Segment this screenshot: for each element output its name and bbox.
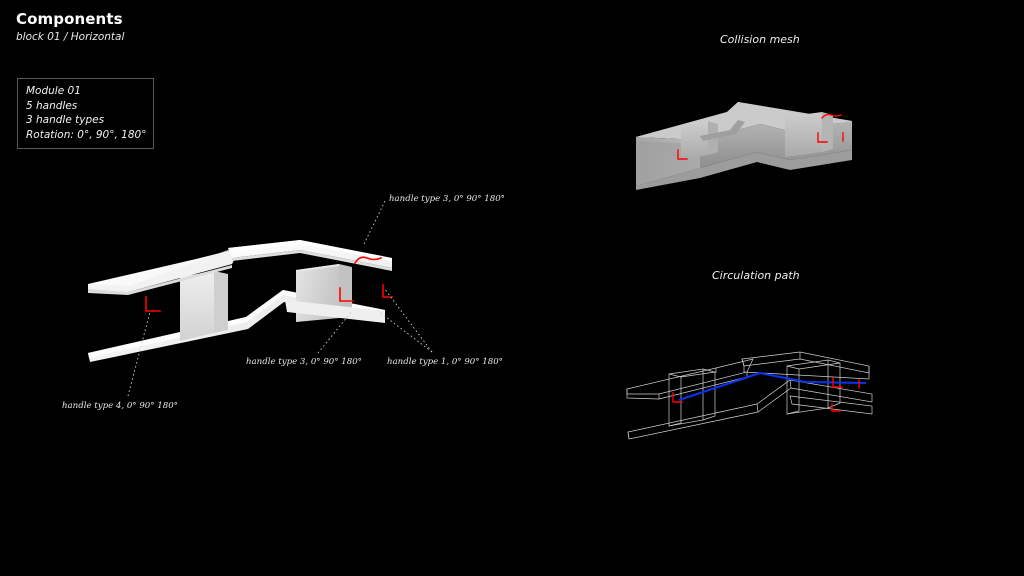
leader-line-handle-type4	[127, 311, 151, 397]
collision-handle-marker-mid	[817, 132, 828, 143]
circulation-handle-marker-mid	[832, 377, 843, 388]
collision-mesh-caption: Collision mesh	[720, 33, 800, 46]
left-upper-slab	[88, 247, 240, 295]
annotation-label-handle-type1: handle type 1, 0° 90° 180°	[387, 357, 503, 367]
page-subtitle: block 01 / Horizontal	[16, 30, 125, 43]
left-core-volume	[180, 271, 228, 341]
module-info-box: Module 01 5 handles 3 handle types Rotat…	[17, 78, 154, 150]
lower-floor-slab	[88, 290, 385, 362]
handle-marker-type3-core[interactable]	[339, 287, 354, 302]
circulation-path-caption: Circulation path	[712, 269, 800, 282]
leader-line-handle-type1-b	[377, 310, 433, 353]
handle-marker-type3-hook[interactable]	[353, 256, 382, 265]
leader-line-handle-type1-a	[383, 287, 433, 353]
circulation-polyline	[678, 371, 867, 401]
leader-line-handle-type3-core	[317, 310, 353, 354]
info-line-rotation: Rotation: 0°, 90°, 180°	[26, 128, 147, 141]
right-upper-slab	[228, 240, 392, 271]
handle-marker-type4[interactable]	[145, 296, 161, 312]
annotation-label-handle-type3-core: handle type 3, 0° 90° 180°	[246, 357, 362, 367]
collision-handle-marker-left	[677, 149, 688, 160]
circulation-handle-marker-low	[831, 403, 841, 412]
right-floor-extension	[285, 300, 385, 323]
page-header: Components block 01 / Horizontal	[16, 10, 124, 44]
info-line-handle-types: 3 handle types	[26, 114, 105, 127]
info-line-module: Module 01	[26, 85, 81, 97]
wireframe-edges	[626, 351, 873, 440]
annotation-label-handle-type4: handle type 4, 0° 90° 180°	[62, 401, 178, 411]
circulation-handle-marker-left	[672, 392, 683, 403]
info-line-handles: 5 handles	[26, 99, 78, 112]
page-title: Components	[16, 10, 123, 28]
collision-handle-marker-hook	[821, 113, 842, 119]
handle-marker-type1[interactable]	[382, 284, 393, 298]
annotation-label-handle-type3-top: handle type 3, 0° 90° 180°	[389, 194, 505, 204]
